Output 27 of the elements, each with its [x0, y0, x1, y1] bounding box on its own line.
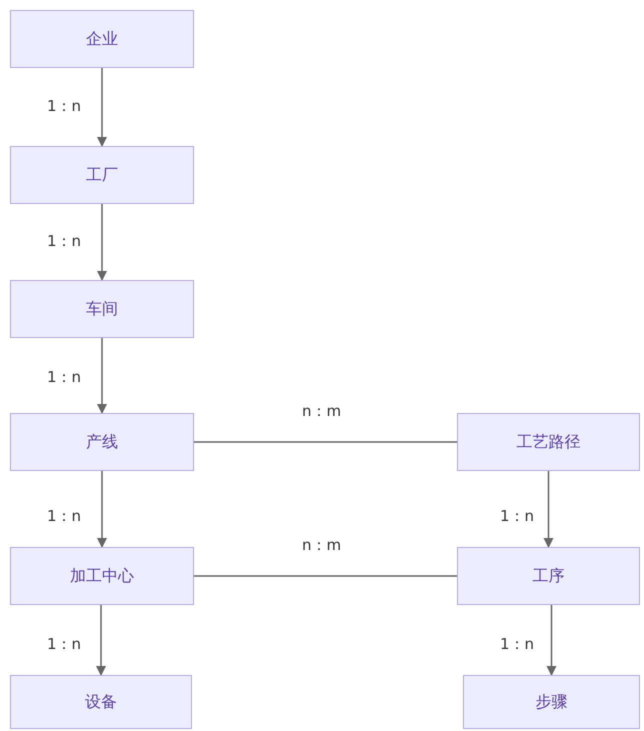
arrow — [546, 605, 556, 676]
entity-name: 加工中心 — [70, 566, 134, 586]
arrow — [97, 338, 107, 414]
arrow — [544, 471, 554, 548]
entity-box — [10, 10, 194, 68]
entity-box — [10, 675, 192, 729]
entity-box — [457, 413, 640, 471]
entity-name: 工艺路径 — [516, 432, 580, 452]
entity-box — [463, 675, 640, 729]
entity-box — [10, 547, 194, 605]
entity-name: 车间 — [86, 298, 118, 320]
entity-name: 企业 — [86, 28, 118, 50]
entity-name: 设备 — [85, 692, 117, 712]
arrow — [97, 204, 107, 281]
entity-box — [457, 547, 640, 605]
arrow — [97, 471, 107, 548]
entity-name: 产线 — [86, 432, 118, 452]
arrow — [96, 605, 106, 676]
entity-box — [10, 280, 194, 338]
connector-line — [194, 441, 457, 443]
entity-name: 工厂 — [86, 164, 118, 186]
entity-box — [10, 413, 194, 471]
arrow — [97, 68, 107, 147]
entity-box — [10, 146, 194, 204]
connector-line — [194, 575, 457, 577]
entity-name: 工序 — [532, 566, 564, 586]
entity-name: 步骤 — [536, 692, 568, 712]
